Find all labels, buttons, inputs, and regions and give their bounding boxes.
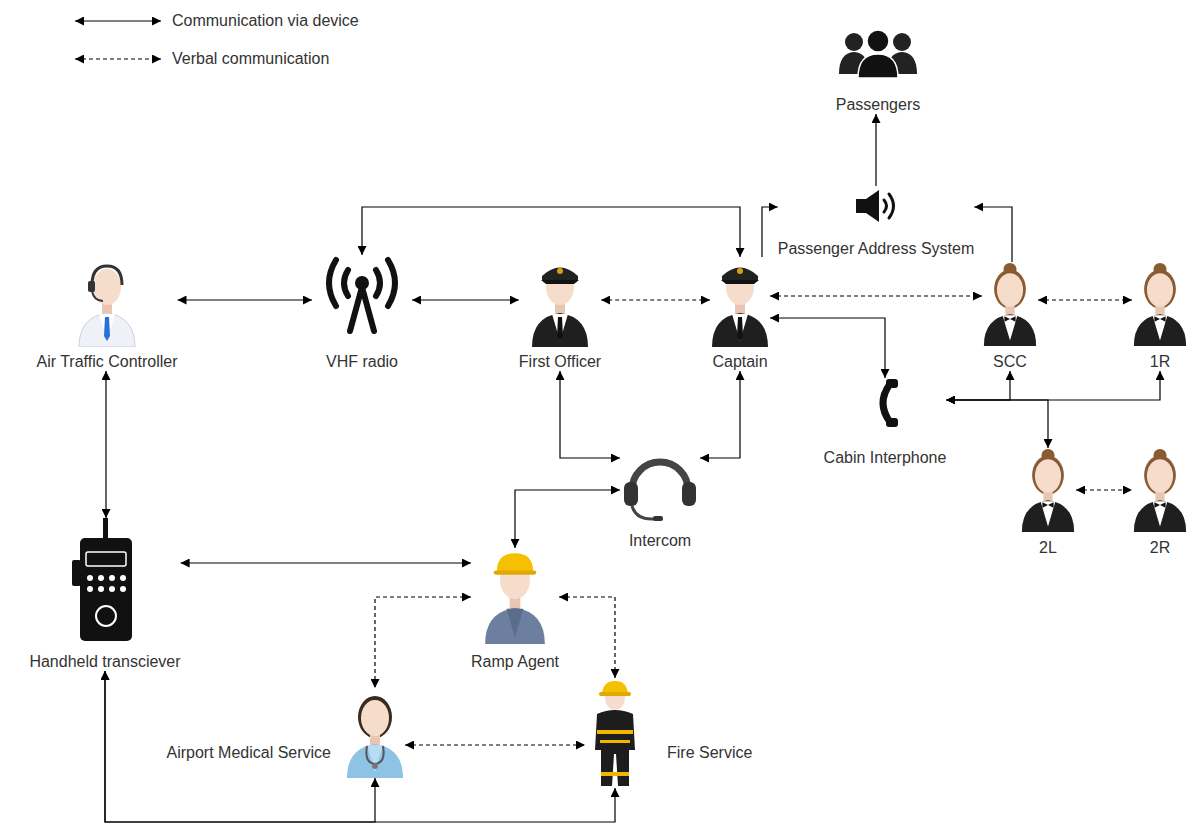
actor-node: SCC — [982, 262, 1038, 371]
speaker-icon — [851, 186, 901, 226]
device-link — [105, 671, 375, 822]
cabin-crew-icon — [1020, 448, 1076, 532]
device-link — [770, 318, 885, 378]
passengers-icon — [838, 28, 918, 78]
medic-icon — [345, 688, 405, 778]
verbal-link — [601, 299, 710, 300]
device-link — [178, 299, 312, 300]
actor-node: Intercom — [620, 440, 700, 550]
actor-node: Air Traffic Controller — [36, 257, 177, 371]
actor-node: Ramp Agent — [471, 548, 559, 671]
device-link — [560, 371, 620, 458]
verbal-link — [559, 597, 615, 678]
actor-node: Handheld transciever — [29, 518, 180, 671]
verbal-link — [405, 744, 585, 745]
verbal-link — [770, 295, 982, 296]
device-link — [974, 207, 1012, 262]
device-link — [362, 207, 740, 257]
device-link — [105, 671, 615, 822]
node-label: Airport Medical Service — [167, 744, 332, 762]
actor-node: 2R — [1132, 448, 1188, 557]
antenna-icon — [312, 255, 412, 335]
headset-icon — [620, 440, 700, 522]
device-link — [105, 371, 106, 518]
node-label: Passenger Address System — [778, 240, 975, 258]
actor-node: Airport Medical Service — [167, 688, 406, 778]
node-label: Air Traffic Controller — [36, 353, 177, 371]
pilot-icon — [530, 257, 590, 347]
actor-node: Passenger Address System — [778, 186, 975, 258]
actor-node: First Officer — [519, 257, 601, 371]
cabin-crew-icon — [1132, 448, 1188, 532]
node-label: SCC — [993, 353, 1027, 371]
firefighter-icon — [585, 678, 645, 788]
legend-item: Communication via device — [72, 12, 359, 30]
cabin-crew-icon — [982, 262, 1038, 346]
actor-node: Fire Service — [585, 678, 752, 788]
node-label: First Officer — [519, 353, 601, 371]
verbal-link — [1076, 489, 1132, 490]
actor-node: Passengers — [836, 28, 921, 114]
node-label: Handheld transciever — [29, 653, 180, 671]
verbal-link — [1038, 299, 1132, 300]
device-link — [946, 371, 1160, 400]
legend-line-sample — [72, 13, 164, 29]
node-label: Fire Service — [667, 744, 752, 762]
cabin-crew-icon — [1132, 262, 1188, 346]
handset-icon — [870, 378, 900, 428]
device-link — [762, 207, 778, 257]
node-label: Intercom — [629, 532, 691, 550]
node-label: 1R — [1150, 353, 1170, 371]
node-label: 2L — [1039, 539, 1057, 557]
device-link — [412, 299, 519, 300]
actor-node: Captain — [710, 257, 770, 371]
node-label: Passengers — [836, 96, 921, 114]
legend-item: Verbal communication — [72, 50, 329, 68]
controller-icon — [77, 257, 137, 347]
node-label: Captain — [712, 353, 767, 371]
actor-node: 2L — [1020, 448, 1076, 557]
pilot-icon — [710, 257, 770, 347]
legend-text: Verbal communication — [172, 50, 329, 68]
ramp-agent-icon — [483, 548, 547, 644]
node-label: Ramp Agent — [471, 653, 559, 671]
legend-text: Communication via device — [172, 12, 359, 30]
transceiver-icon — [70, 518, 140, 643]
device-link — [700, 371, 740, 458]
actor-node: 1R — [1132, 262, 1188, 371]
node-label: VHF radio — [326, 353, 398, 371]
device-link — [515, 490, 620, 548]
device-link — [946, 400, 1048, 448]
legend-line-sample — [72, 51, 164, 67]
node-label: Cabin Interphone — [824, 449, 947, 467]
device-link — [875, 114, 876, 186]
node-label: 2R — [1150, 539, 1170, 557]
device-link — [946, 371, 1010, 400]
verbal-link — [375, 597, 471, 688]
device-link — [181, 562, 471, 563]
actor-node: Cabin Interphone — [824, 378, 947, 467]
actor-node: VHF radio — [312, 255, 412, 371]
